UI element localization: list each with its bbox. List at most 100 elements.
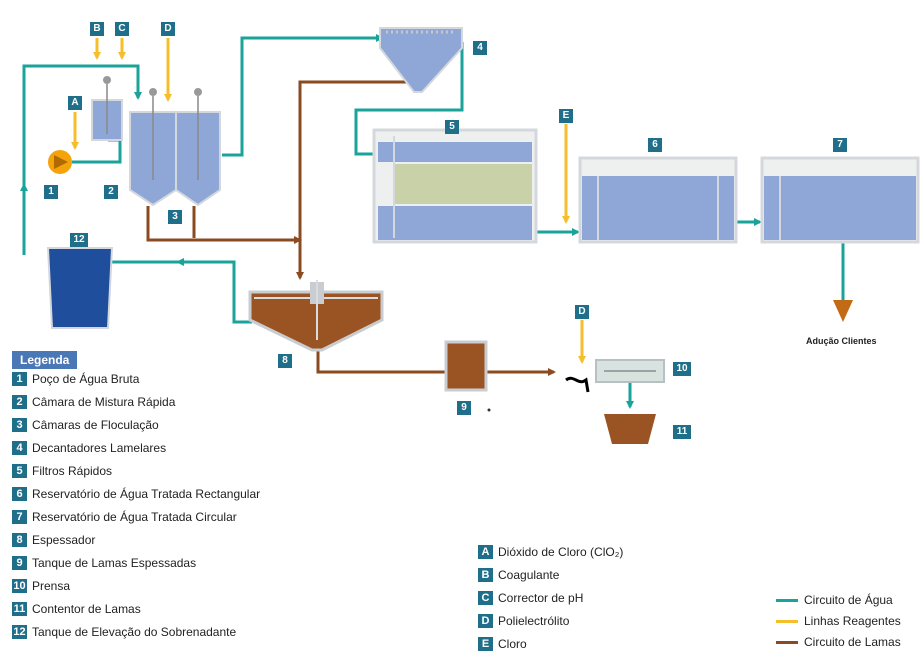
legend-text: Espessador bbox=[32, 533, 96, 547]
legend-number: 12 bbox=[12, 625, 27, 639]
legend-item: 8 Espessador bbox=[12, 533, 95, 547]
rectangular-reservoir bbox=[578, 156, 738, 244]
step-badge-8: 8 bbox=[278, 354, 292, 368]
water-line-pump-to-mixing bbox=[72, 138, 122, 164]
legend-item: 7 Reservatório de Água Tratada Circular bbox=[12, 510, 237, 524]
reagent-text: Polielectrólito bbox=[498, 614, 570, 628]
step-badge-9: 9 bbox=[457, 401, 471, 415]
step-badge-6: 6 bbox=[648, 138, 662, 152]
legend-number: 5 bbox=[12, 464, 27, 478]
reagent-badge-e: E bbox=[559, 109, 573, 123]
circuit-legend-sludge: Circuito de Lamas bbox=[776, 635, 901, 649]
legend-text: Tanque de Lamas Espessadas bbox=[32, 556, 197, 570]
legend-text: Poço de Água Bruta bbox=[32, 372, 140, 386]
step-badge-3: 3 bbox=[168, 210, 182, 224]
reagent-text: Corrector de pH bbox=[498, 591, 584, 605]
reagent-letter: B bbox=[478, 568, 493, 582]
sludge-line-flocculation bbox=[146, 206, 302, 244]
legend-number: 3 bbox=[12, 418, 27, 432]
rapid-filters bbox=[372, 128, 538, 244]
legend-text: Filtros Rápidos bbox=[32, 464, 113, 478]
water-line-flocculation-to-decanter bbox=[222, 34, 384, 157]
sludge-circuit bbox=[146, 80, 556, 376]
legend-number: 9 bbox=[12, 556, 27, 570]
legend-number: 4 bbox=[12, 441, 27, 455]
sludge-press bbox=[595, 359, 665, 383]
legend-title: Legenda bbox=[12, 351, 78, 369]
legend-item: 9 Tanque de Lamas Espessadas bbox=[12, 556, 196, 570]
clients-supply-label: Adução Clientes bbox=[806, 336, 877, 346]
circular-reservoir bbox=[760, 156, 920, 244]
water-line-thickener-return bbox=[176, 258, 252, 324]
reagent-badge-d: D bbox=[161, 22, 175, 36]
step-badge-7: 7 bbox=[833, 138, 847, 152]
circuit-label: Circuito de Lamas bbox=[804, 635, 901, 649]
reagent-badge-c: C bbox=[115, 22, 129, 36]
sludge-line-thickener-to-tank9 bbox=[316, 350, 446, 374]
legend-item: 10 Prensa bbox=[12, 579, 70, 593]
legend-number: 10 bbox=[12, 579, 27, 593]
circuit-label: Linhas Reagentes bbox=[804, 614, 901, 628]
press-discharge-mark bbox=[565, 376, 590, 393]
mixing-chamber bbox=[91, 76, 123, 141]
legend-number: 11 bbox=[12, 602, 27, 616]
legend-text: Câmaras de Floculação bbox=[32, 418, 159, 432]
legend-item: 2 Câmara de Mistura Rápida bbox=[12, 395, 175, 409]
step-badge-4: 4 bbox=[473, 41, 487, 55]
dot-mark bbox=[487, 408, 491, 412]
legend-number: 1 bbox=[12, 372, 27, 386]
reagent-badge-b: B bbox=[90, 22, 104, 36]
legend-number: 2 bbox=[12, 395, 27, 409]
clients-outlet-arrow bbox=[833, 300, 853, 322]
legend-item: 5 Filtros Rápidos bbox=[12, 464, 112, 478]
reagent-text: Dióxido de Cloro (ClO₂) bbox=[498, 545, 624, 559]
reagent-badge-a: A bbox=[68, 96, 82, 110]
step-badge-1: 1 bbox=[44, 185, 58, 199]
legend-item: 4 Decantadores Lamelares bbox=[12, 441, 166, 455]
circuit-swatch bbox=[776, 619, 798, 623]
step-badge-11: 11 bbox=[673, 425, 691, 439]
legend-text: Reservatório de Água Tratada Circular bbox=[32, 510, 237, 524]
legend-text: Reservatório de Água Tratada Rectangular bbox=[32, 487, 261, 501]
legend-item: 3 Câmaras de Floculação bbox=[12, 418, 159, 432]
step-badge-2: 2 bbox=[104, 185, 118, 199]
water-line-raw-intake bbox=[22, 64, 142, 255]
reagent-legend-item: D Polielectrólito bbox=[478, 614, 569, 628]
water-line-decanter-to-filters bbox=[354, 42, 464, 156]
legend-text: Tanque de Elevação do Sobrenadante bbox=[32, 625, 237, 639]
legend-item: 1 Poço de Água Bruta bbox=[12, 372, 139, 386]
supernatant-lift-tank bbox=[46, 247, 114, 329]
reagent-text: Coagulante bbox=[498, 568, 560, 582]
circuit-swatch bbox=[776, 640, 798, 644]
sludge-line-decanter bbox=[296, 80, 416, 280]
legend-item: 6 Reservatório de Água Tratada Rectangula… bbox=[12, 487, 260, 501]
water-circuit bbox=[20, 34, 845, 409]
reagent-letter: D bbox=[478, 614, 493, 628]
legend-number: 8 bbox=[12, 533, 27, 547]
reagent-legend-item: A Dióxido de Cloro (ClO₂) bbox=[478, 545, 623, 559]
legend-text: Decantadores Lamelares bbox=[32, 441, 167, 455]
circuit-swatch bbox=[776, 598, 798, 602]
circuit-legend-water: Circuito de Água bbox=[776, 593, 893, 607]
legend-number: 6 bbox=[12, 487, 27, 501]
sludge-thickener bbox=[248, 280, 384, 352]
step-badge-10: 10 bbox=[673, 362, 691, 376]
reagent-legend-item: B Coagulante bbox=[478, 568, 559, 582]
reagent-badge-d2: D bbox=[575, 305, 589, 319]
reagent-lines bbox=[71, 38, 586, 364]
reagent-letter: A bbox=[478, 545, 493, 559]
reagent-legend-item: E Cloro bbox=[478, 637, 527, 651]
flocculation-chambers bbox=[129, 88, 221, 207]
pump-raw-water bbox=[48, 150, 72, 174]
reagent-text: Cloro bbox=[498, 637, 527, 651]
sludge-container bbox=[604, 414, 656, 444]
legend-item: 12 Tanque de Elevação do Sobrenadante bbox=[12, 625, 236, 639]
legend-text: Câmara de Mistura Rápida bbox=[32, 395, 176, 409]
circuit-legend-reagents: Linhas Reagentes bbox=[776, 614, 901, 628]
reagent-letter: E bbox=[478, 637, 493, 651]
legend-number: 7 bbox=[12, 510, 27, 524]
lamellar-decanter bbox=[379, 27, 463, 93]
legend-text: Prensa bbox=[32, 579, 71, 593]
